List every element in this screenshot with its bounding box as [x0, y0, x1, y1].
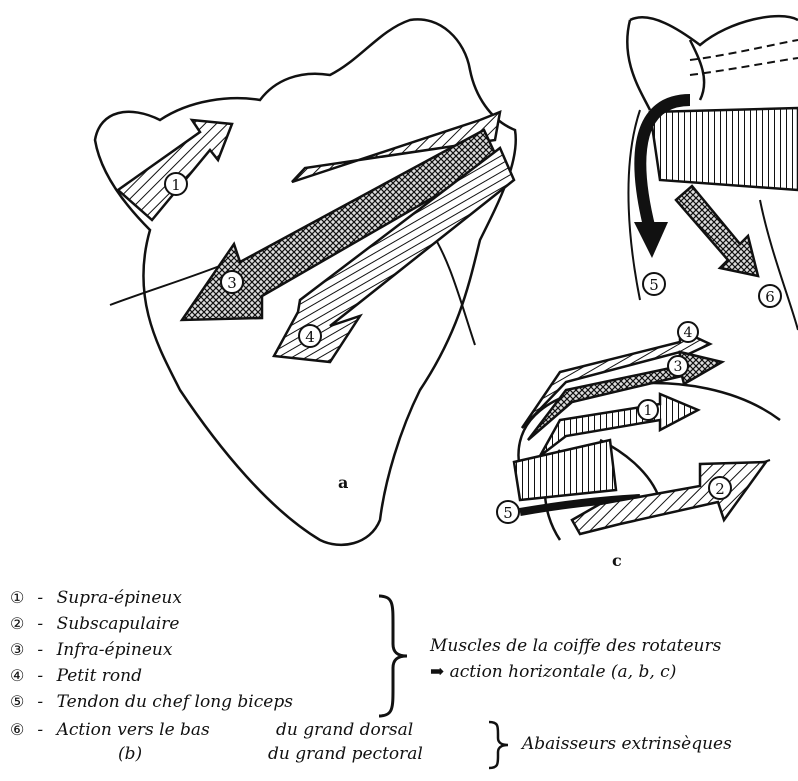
arrow-c-5-label: 5 — [503, 504, 513, 522]
legend-sep: - — [37, 666, 43, 686]
legend-num: ⑥ — [10, 720, 32, 739]
legend-num: ④ — [10, 666, 32, 685]
panel-b: 5 6 — [627, 16, 798, 330]
legend-text: Subscapulaire — [57, 614, 180, 634]
legend-num: ⑤ — [10, 692, 32, 711]
legend-text: Infra-épineux — [57, 640, 173, 660]
legend-text: Petit rond — [57, 666, 142, 686]
dashed-tendon — [690, 40, 798, 75]
legend-sep: - — [37, 588, 43, 608]
legend-text: Supra-épineux — [57, 588, 182, 608]
legend-item-5: ⑤ - Tendon du chef long biceps — [10, 692, 293, 712]
panel-c-label: c — [612, 551, 622, 570]
arrow-c-3-label: 3 — [674, 359, 683, 375]
arrow-b-5-label: 5 — [649, 276, 659, 294]
scapula-outline — [95, 19, 516, 544]
legend-sep: - — [37, 614, 43, 634]
arrow-a-4-label: 4 — [305, 328, 315, 346]
arrow-c-1-label: 1 — [644, 403, 653, 419]
panel-c: 4 3 1 5 2 c — [497, 322, 780, 570]
panel-a-label: a — [338, 473, 348, 492]
legend-item-4: ④ - Petit rond — [10, 666, 142, 686]
legend-text: Tendon du chef long biceps — [57, 692, 293, 712]
legend-item-3: ③ - Infra-épineux — [10, 640, 172, 660]
rotator-band-b — [650, 108, 798, 190]
brace-group-1 — [375, 594, 411, 718]
legend-pectoral: du grand pectoral — [268, 744, 423, 764]
legend-item-2: ② - Subscapulaire — [10, 614, 179, 634]
arrow-b-6-label: 6 — [765, 288, 775, 306]
legend-sep: - — [37, 692, 43, 712]
brace-group-2 — [486, 720, 512, 770]
legend-group1-line1: Muscles de la coiffe des rotateurs — [430, 636, 721, 656]
arrow-b-6 — [676, 186, 758, 276]
legend-num: ③ — [10, 640, 32, 659]
legend-text: Action vers le bas — [57, 720, 210, 740]
arrow-a-3-label: 3 — [227, 274, 237, 292]
legend-item-6: ⑥ - Action vers le bas — [10, 720, 210, 740]
legend-group1-line2: ➡ action horizontale (a, b, c) — [430, 662, 676, 682]
tendon-band-c — [514, 440, 616, 500]
panel-a: 1 3 4 a — [95, 19, 516, 544]
legend-sep: - — [37, 720, 43, 740]
legend-sep: - — [37, 640, 43, 660]
arrow-a-1 — [118, 120, 232, 220]
arrow-c-4-label: 4 — [684, 325, 693, 341]
legend-item-1: ① - Supra-épineux — [10, 588, 182, 608]
arrow-c-2-label: 2 — [715, 480, 725, 498]
legend: ① - Supra-épineux ② - Subscapulaire ③ - … — [0, 584, 798, 781]
legend-num: ② — [10, 614, 32, 633]
arrow-a-1-label: 1 — [171, 176, 181, 194]
legend-dorsal: du grand dorsal — [276, 720, 413, 740]
legend-num: ① — [10, 588, 32, 607]
legend-group2: Abaisseurs extrinsèques — [522, 734, 732, 754]
legend-item-6-sub: (b) — [118, 744, 142, 764]
